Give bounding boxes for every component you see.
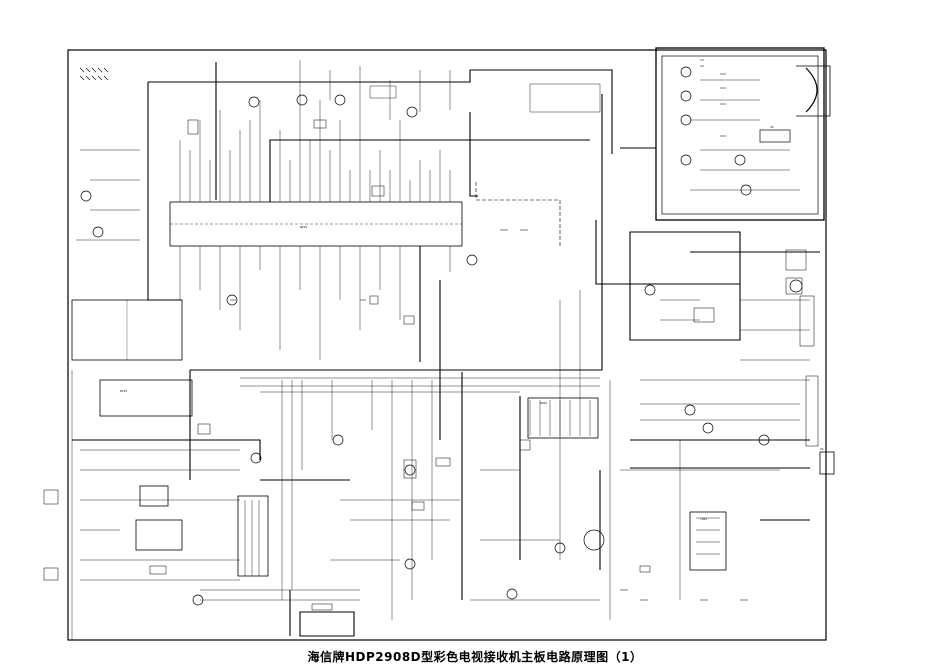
passive-components xyxy=(43,119,819,611)
audio-ic xyxy=(99,379,835,577)
main-ic xyxy=(169,201,463,247)
mcu-ic xyxy=(71,299,183,361)
diagram-caption: 海信牌HDP2908D型彩色电视接收机主板电路原理图（1） xyxy=(307,650,643,664)
component-labels: N201 N701 N601 T901 XS XS xyxy=(120,125,824,521)
signal-wiring xyxy=(71,60,810,640)
svg-text:T901: T901 xyxy=(700,517,707,521)
crt-board-region xyxy=(655,47,831,221)
main-wiring xyxy=(72,62,820,637)
svg-text:N601: N601 xyxy=(540,401,547,405)
sheet-border xyxy=(67,49,827,641)
component-ticks xyxy=(79,59,748,601)
transistors xyxy=(80,66,803,606)
svg-text:N201: N201 xyxy=(300,225,307,229)
svg-text:XS: XS xyxy=(820,447,824,451)
svg-text:N701: N701 xyxy=(120,389,127,393)
svg-text:XS: XS xyxy=(770,125,774,129)
